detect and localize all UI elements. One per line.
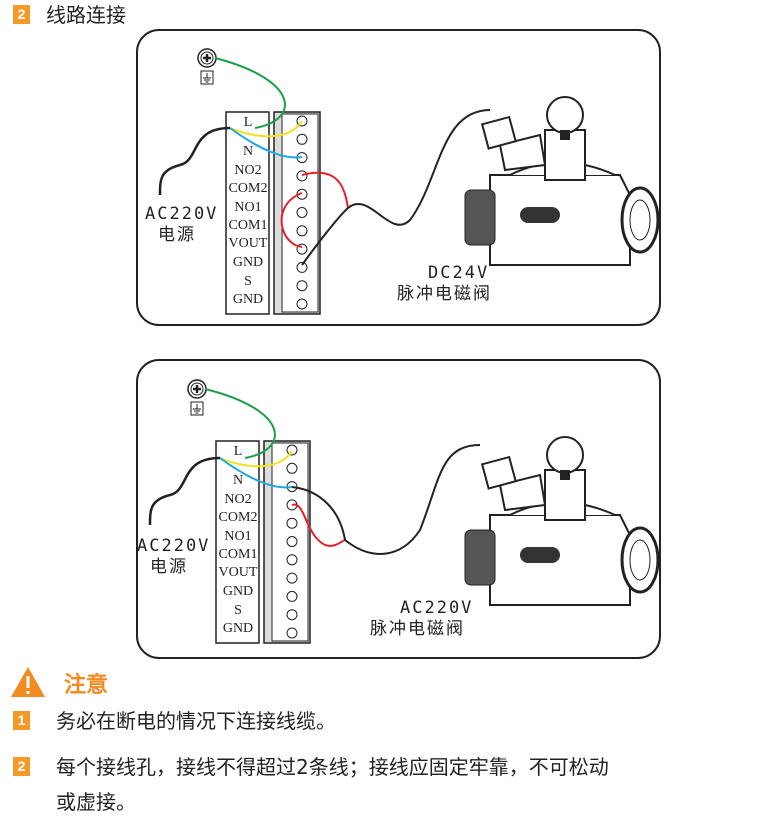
terminal-label: NO1 [224, 529, 251, 544]
terminal-label: L [234, 444, 243, 459]
terminal-label: VOUT [229, 236, 268, 251]
terminal-label: COM2 [229, 181, 268, 196]
power-label: AC220V [137, 536, 210, 556]
pulse-solenoid-valve [463, 435, 660, 607]
terminal-screw [286, 517, 298, 529]
terminal-label: GND [233, 292, 263, 307]
terminal-screw [296, 298, 308, 310]
terminal-screw [286, 444, 298, 456]
valve-voltage-label: AC220V [400, 598, 473, 618]
power-label: AC220V [145, 204, 218, 224]
terminal-label: GND [233, 255, 263, 270]
terminal-screw [296, 225, 308, 237]
terminal-label: N [243, 144, 253, 159]
terminal-label: NO2 [234, 163, 261, 178]
notice-item-2-badge: 2 [13, 757, 30, 776]
terminal-screw [296, 280, 308, 292]
terminal-screw [286, 609, 298, 621]
terminal-label-panel [225, 111, 270, 315]
warning-icon [11, 667, 45, 697]
terminal-screw [286, 627, 298, 639]
ground-icon [186, 378, 208, 417]
terminal-screw [296, 170, 308, 182]
power-label-cn: 电源 [150, 557, 188, 577]
terminal-screw [286, 462, 298, 474]
notice-item-1-badge: 1 [13, 711, 30, 730]
section-title: 线路连接 [46, 3, 126, 27]
notice-item-1: 务必在断电的情况下连接线缆。 [56, 709, 336, 733]
valve-label: 脉冲电磁阀 [370, 619, 465, 639]
terminal-screw [286, 554, 298, 566]
terminal-label: NO1 [234, 200, 261, 215]
terminal-screw [286, 572, 298, 584]
ground-icon [196, 47, 218, 86]
terminal-label: VOUT [219, 565, 258, 580]
notice-title: 注意 [64, 672, 108, 698]
section-number-badge: 2 [13, 5, 30, 24]
power-label-cn: 电源 [158, 225, 196, 245]
notice-item-2: 每个接线孔，接线不得超过2条线；接线应固定牢靠，不可松动 [56, 755, 609, 779]
terminal-label: COM1 [219, 547, 258, 562]
terminal-screw [286, 590, 298, 602]
pulse-solenoid-valve [463, 95, 660, 267]
terminal-label-panel [215, 440, 260, 644]
valve-voltage-label: DC24V [428, 263, 489, 283]
terminal-label: COM1 [229, 218, 268, 233]
terminal-label: NO2 [224, 492, 251, 507]
terminal-screw [296, 261, 308, 273]
terminal-label: S [234, 603, 242, 618]
terminal-screw [286, 536, 298, 547]
notice-item-2-cont: 或虚接。 [56, 790, 136, 814]
valve-label: 脉冲电磁阀 [397, 284, 492, 304]
terminal-screw [296, 133, 308, 145]
terminal-screw [296, 207, 308, 218]
terminal-label: GND [223, 621, 253, 636]
terminal-label: N [233, 473, 243, 488]
terminal-label: GND [223, 584, 253, 599]
terminal-label: L [244, 115, 253, 130]
terminal-label: COM2 [219, 510, 258, 525]
terminal-label: S [244, 274, 252, 289]
